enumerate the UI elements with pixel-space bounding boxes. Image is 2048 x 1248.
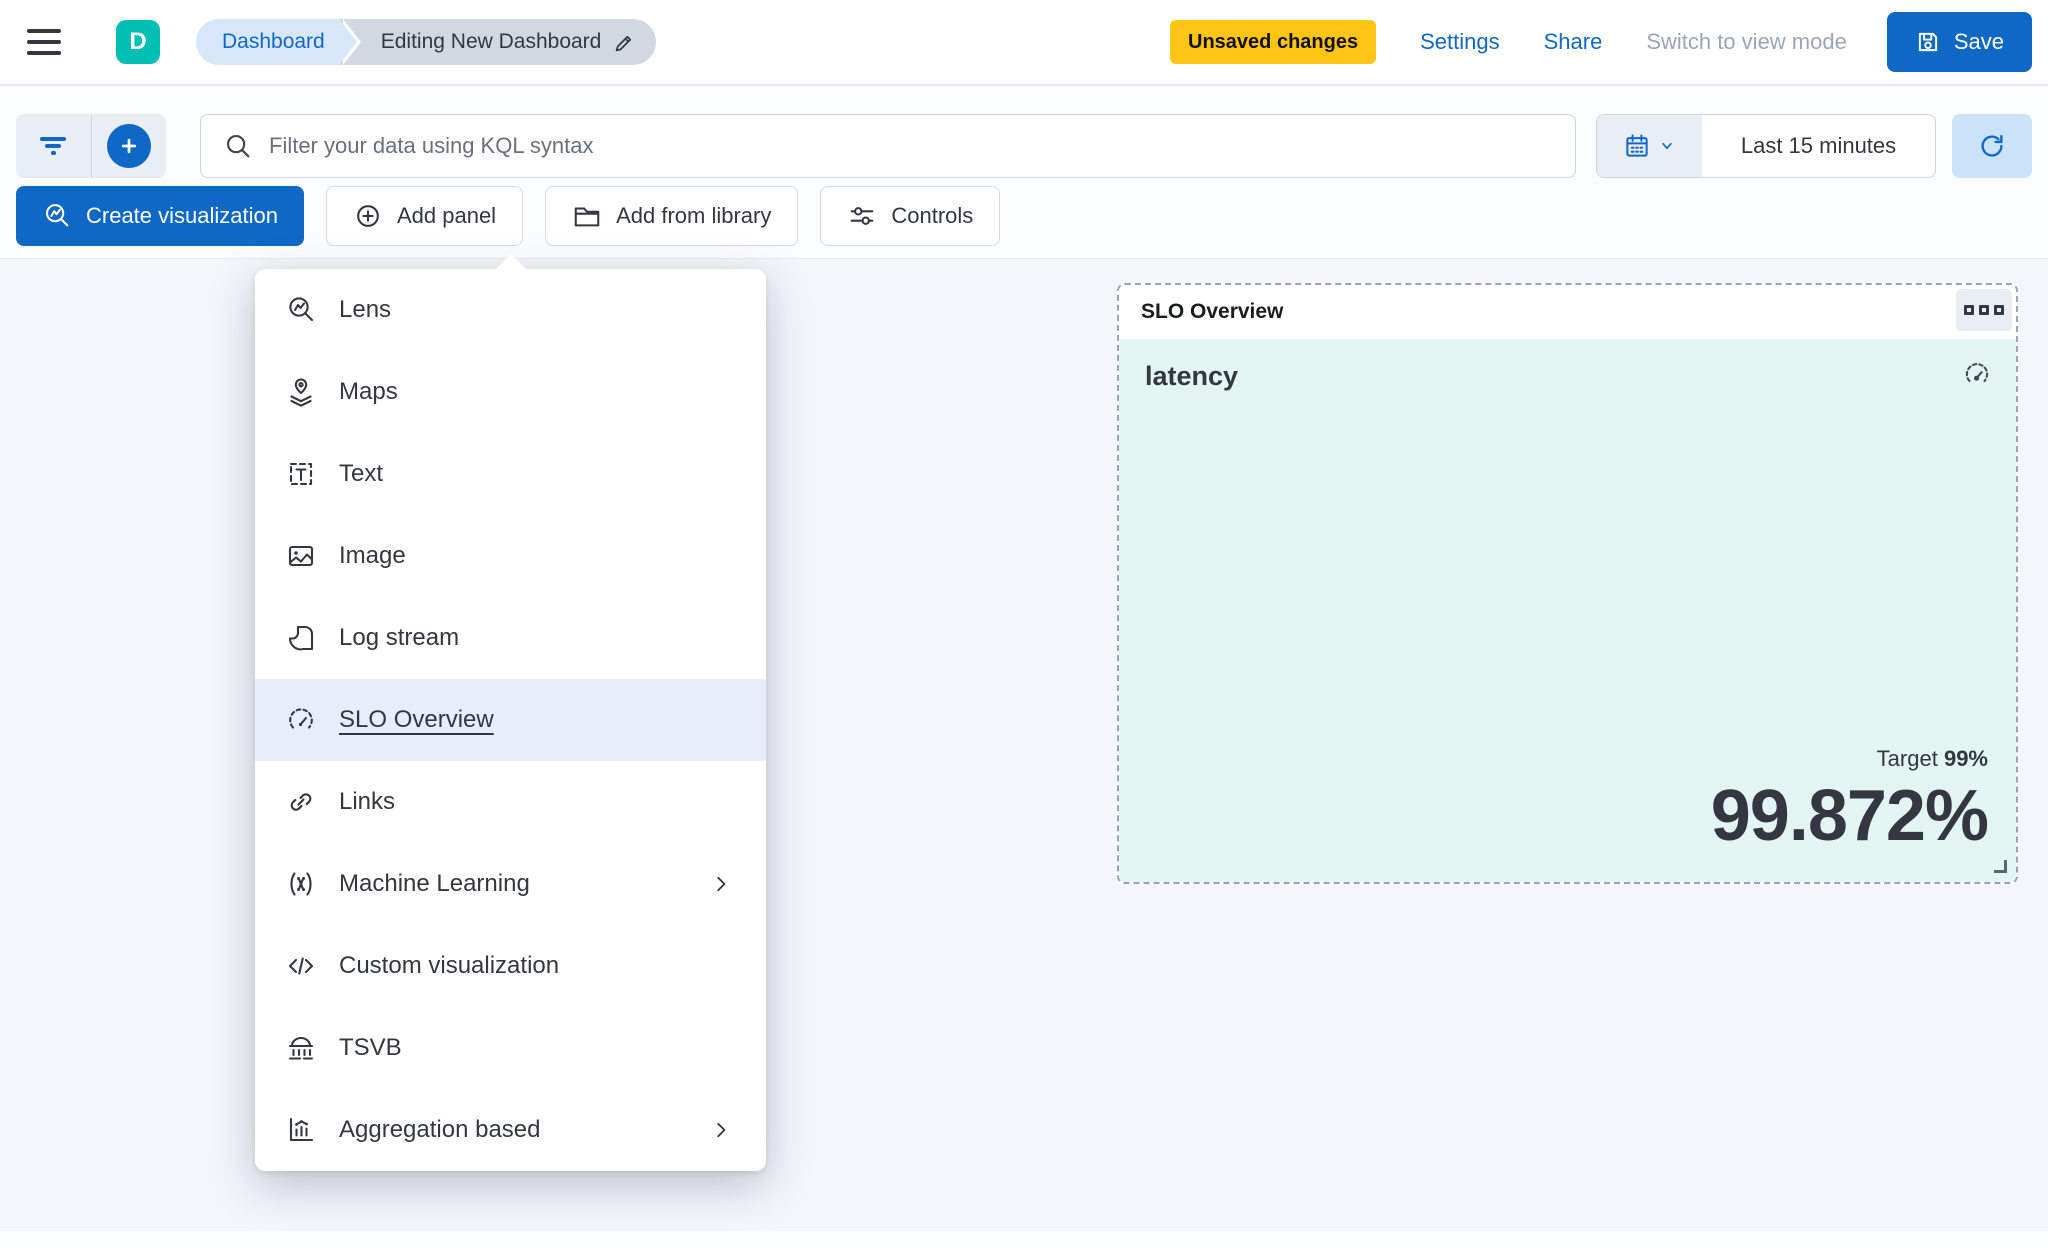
- menu-item-label: Image: [339, 542, 406, 569]
- calendar-icon: [1623, 132, 1651, 160]
- panel-options-icon: [1964, 305, 1974, 315]
- add-from-library-button[interactable]: Add from library: [545, 186, 799, 246]
- log-stream-icon: [285, 622, 317, 654]
- aggregation-icon: [285, 1114, 317, 1146]
- refresh-button[interactable]: [1952, 114, 2032, 178]
- sliders-icon: [847, 201, 877, 231]
- gauge-icon: [285, 704, 317, 736]
- space-avatar[interactable]: D: [116, 20, 160, 64]
- menu-item-label: Aggregation based: [339, 1116, 541, 1143]
- panel-title: SLO Overview: [1141, 300, 1284, 323]
- add-filter-plus-icon: [106, 124, 151, 168]
- menu-item-log-stream[interactable]: Log stream: [255, 597, 766, 679]
- panel-resize-handle[interactable]: [1994, 860, 2007, 873]
- add-filter-button[interactable]: [92, 114, 167, 178]
- machine-learning-icon: [285, 868, 317, 900]
- menu-item-label: Machine Learning: [339, 870, 530, 897]
- menu-item-label: Custom visualization: [339, 952, 560, 979]
- plus-circle-icon: [353, 201, 383, 231]
- menu-item-custom-visualization[interactable]: Custom visualization: [255, 925, 766, 1007]
- lens-icon: [285, 294, 317, 326]
- slo-card[interactable]: latency Target 99% 99.872%: [1119, 339, 2016, 882]
- kql-search-input[interactable]: [269, 133, 1553, 159]
- menu-item-label: Lens: [339, 296, 392, 323]
- share-link[interactable]: Share: [1543, 29, 1603, 54]
- menu-item-label: SLO Overview: [339, 706, 494, 733]
- filter-funnel-button[interactable]: [16, 114, 92, 178]
- save-floppy-icon: [1915, 29, 1941, 55]
- lens-icon: [42, 201, 72, 231]
- menu-item-text[interactable]: Text: [255, 433, 766, 515]
- create-visualization-button[interactable]: Create visualization: [16, 186, 304, 246]
- menu-item-label: Links: [339, 788, 396, 815]
- edit-pencil-icon: [613, 31, 636, 54]
- controls-button[interactable]: Controls: [820, 186, 1001, 246]
- menu-item-maps[interactable]: Maps: [255, 351, 766, 433]
- image-icon: [285, 540, 317, 572]
- refresh-icon: [1977, 131, 2007, 161]
- slo-sli-value: 99.872%: [1710, 776, 1989, 856]
- menu-item-machine-learning[interactable]: Machine Learning: [255, 843, 766, 925]
- search-icon: [223, 131, 253, 161]
- menu-item-label: TSVB: [339, 1034, 402, 1061]
- menu-item-links[interactable]: Links: [255, 761, 766, 843]
- kql-search-box: [200, 114, 1576, 178]
- slo-metrics: Target 99% 99.872%: [1710, 746, 1989, 856]
- panel-header: SLO Overview: [1119, 285, 2016, 339]
- chevron-right-icon: [710, 873, 732, 895]
- breadcrumb-current-dashboard[interactable]: Editing New Dashboard: [336, 19, 657, 65]
- chevron-down-icon: [1658, 137, 1676, 155]
- maps-icon: [285, 376, 317, 408]
- gauge-icon: [1962, 359, 1992, 389]
- menu-toggle-button[interactable]: [16, 14, 72, 70]
- top-navigation-bar: D Dashboard Editing New Dashboard Unsave…: [0, 0, 2048, 86]
- menu-item-lens[interactable]: Lens: [255, 269, 766, 351]
- filter-icon: [40, 134, 67, 158]
- slo-target: Target 99%: [1876, 746, 1988, 771]
- slo-overview-panel[interactable]: SLO Overview latency Target 99% 99.872%: [1117, 283, 2018, 884]
- time-range-picker: Last 15 minutes: [1596, 114, 1936, 178]
- editor-actions-row: Create visualization Add panel Add from …: [0, 178, 2048, 258]
- dashboard-toolbars: Last 15 minutes Create visualization: [0, 86, 2048, 259]
- popover-caret: [495, 254, 527, 270]
- add-panel-button[interactable]: Add panel: [325, 186, 524, 246]
- slo-name: latency: [1145, 361, 1239, 391]
- tsvb-icon: [285, 1032, 317, 1064]
- link-icon: [285, 786, 317, 818]
- unsaved-changes-badge: Unsaved changes: [1170, 20, 1377, 64]
- menu-item-tsvb[interactable]: TSVB: [255, 1007, 766, 1089]
- time-range-value[interactable]: Last 15 minutes: [1702, 115, 1935, 177]
- menu-item-label: Maps: [339, 378, 398, 405]
- menu-item-image[interactable]: Image: [255, 515, 766, 597]
- panel-options-button[interactable]: [1956, 289, 2012, 331]
- menu-item-label: Log stream: [339, 624, 460, 651]
- switch-to-view-mode-link[interactable]: Switch to view mode: [1646, 29, 1847, 54]
- breadcrumb-dashboard[interactable]: Dashboard: [196, 19, 361, 65]
- text-icon: [285, 458, 317, 490]
- hamburger-icon: [27, 29, 61, 33]
- breadcrumb: Dashboard Editing New Dashboard: [196, 19, 657, 65]
- query-bar: Last 15 minutes: [0, 86, 2048, 178]
- menu-item-aggregation-based[interactable]: Aggregation based: [255, 1089, 766, 1171]
- save-button[interactable]: Save: [1886, 12, 2032, 72]
- settings-link[interactable]: Settings: [1420, 29, 1500, 54]
- code-icon: [285, 950, 317, 982]
- filter-button-group: [16, 114, 166, 178]
- menu-item-slo-overview[interactable]: SLO Overview: [255, 679, 766, 761]
- calendar-dropdown-button[interactable]: [1597, 115, 1702, 177]
- folder-icon: [572, 201, 602, 231]
- chevron-right-icon: [710, 1119, 732, 1141]
- menu-item-label: Text: [339, 460, 384, 487]
